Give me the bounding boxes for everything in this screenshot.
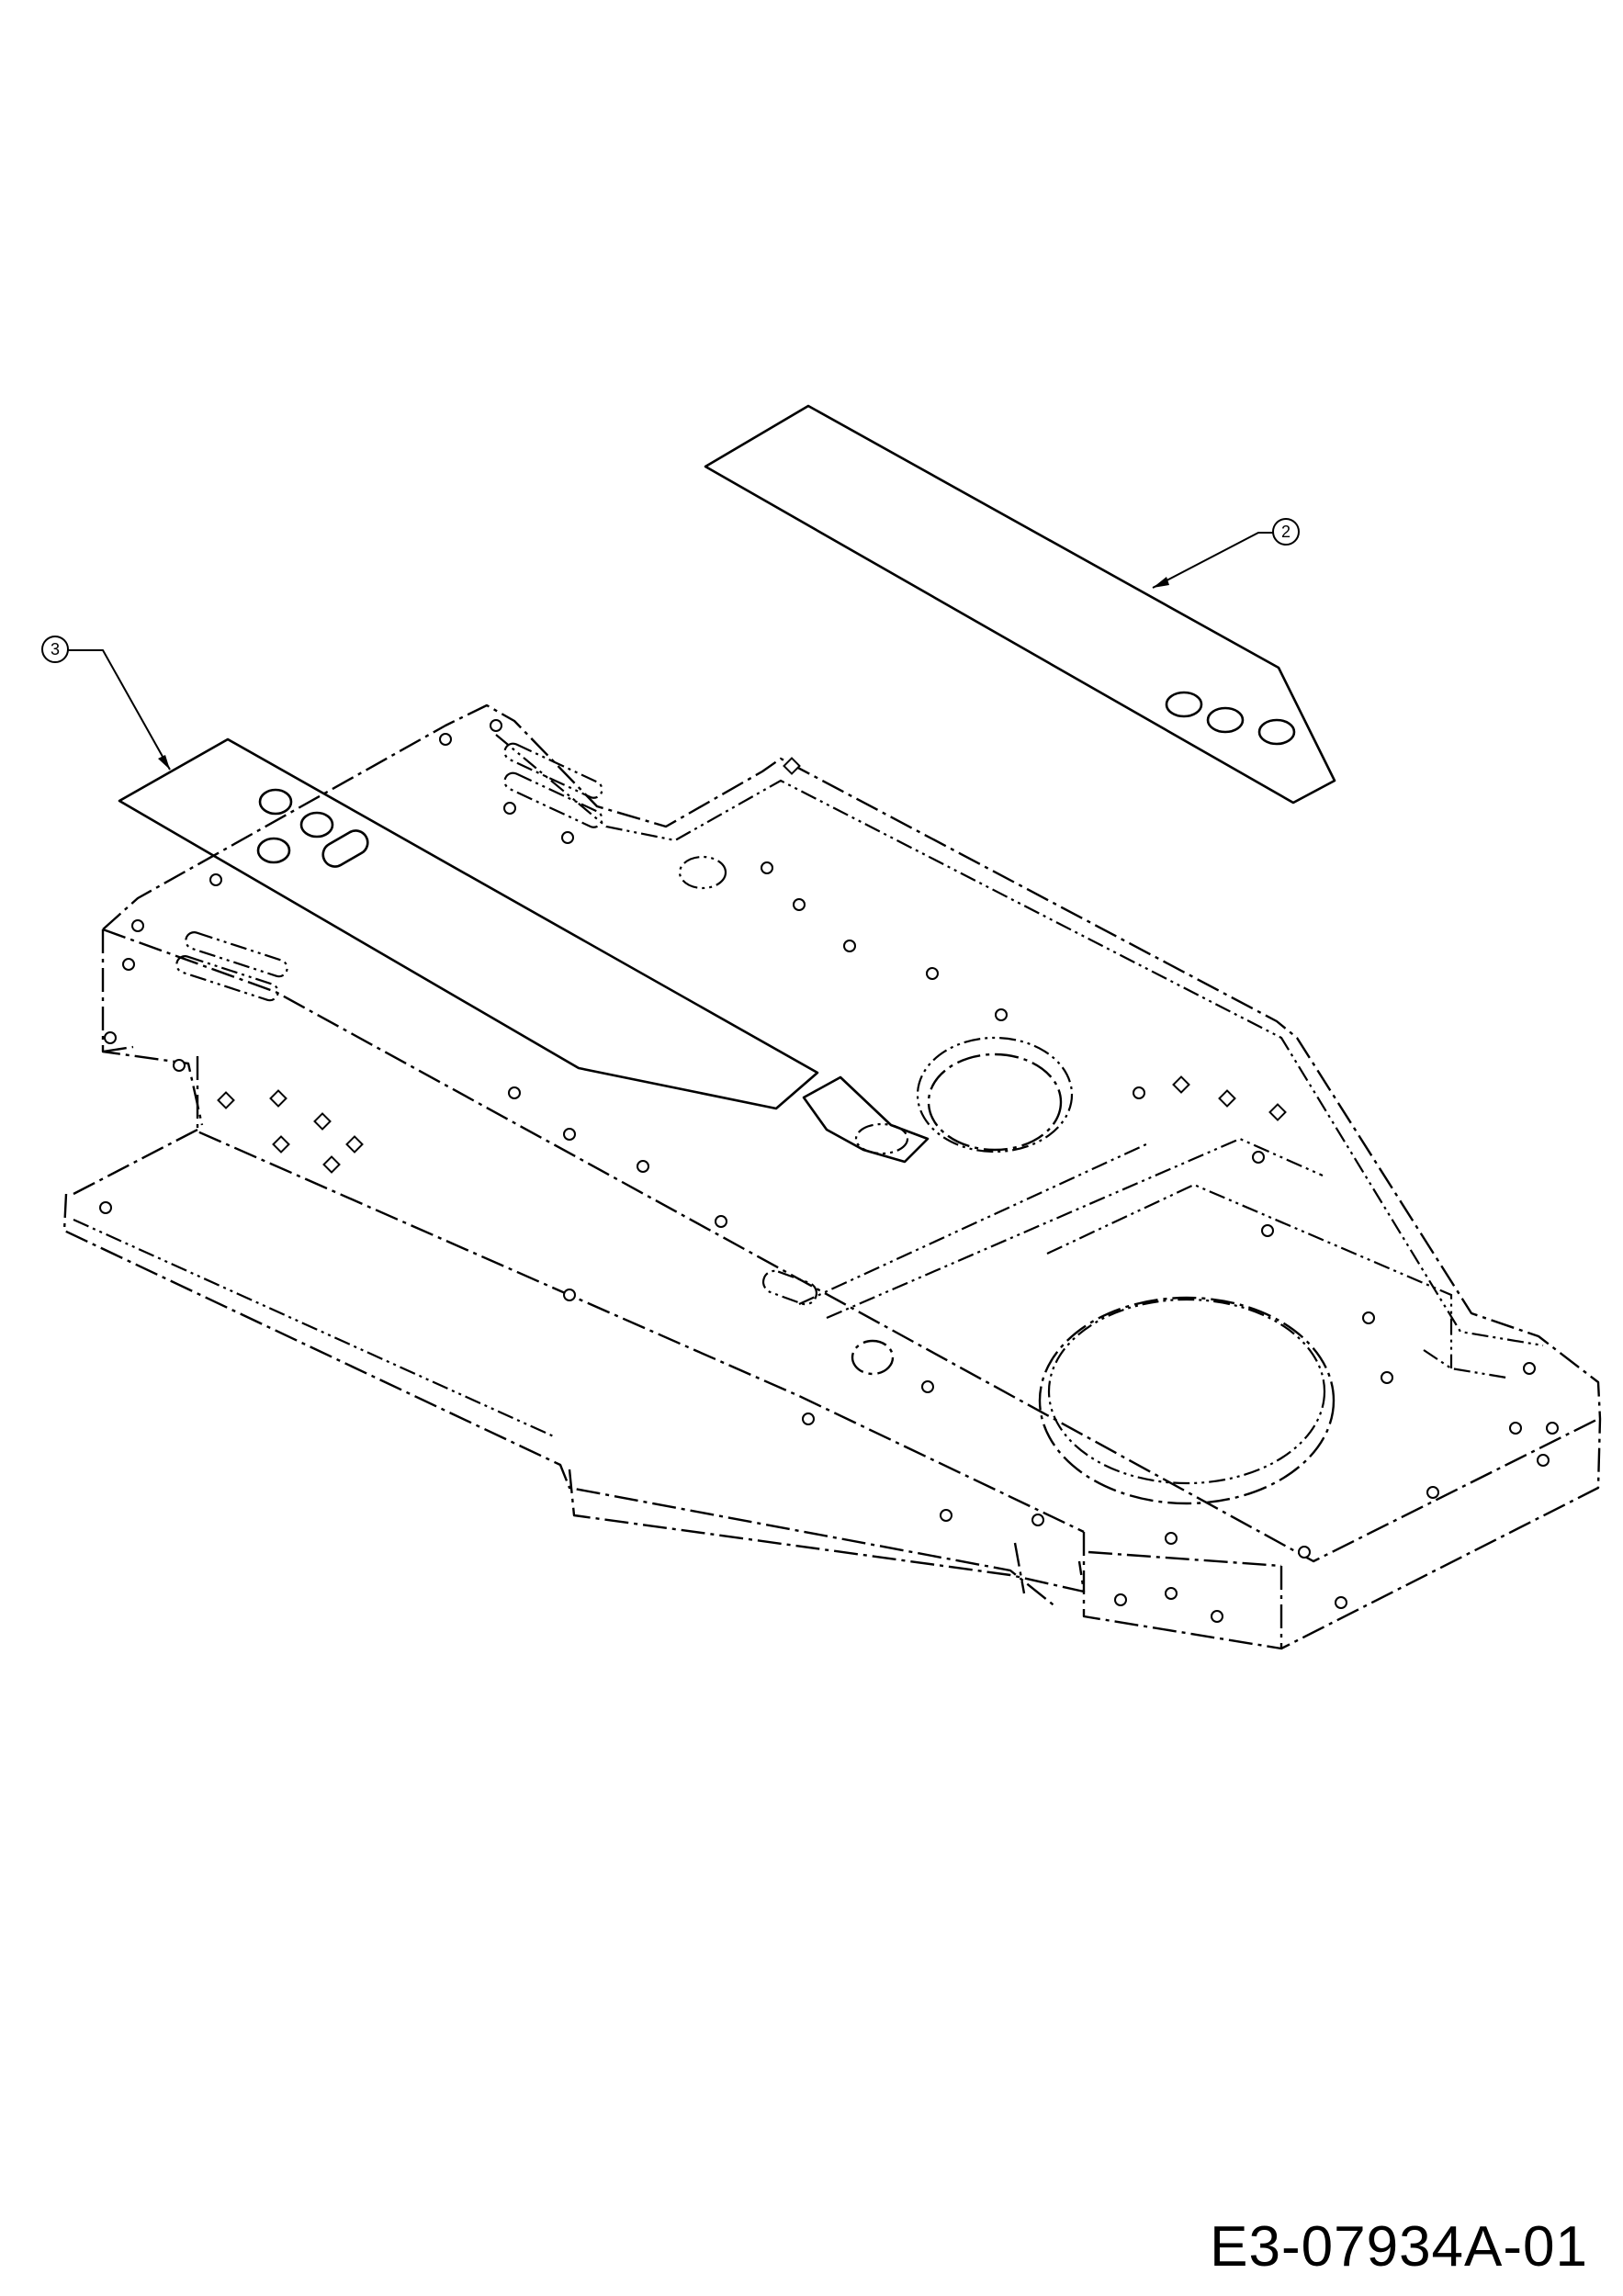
frame-body <box>62 703 1602 1650</box>
part-2-plate[interactable] <box>704 404 1336 805</box>
callout-2-label: 2 <box>1281 523 1291 541</box>
callout-3[interactable]: 3 <box>41 636 171 771</box>
callout-2[interactable]: 2 <box>1152 518 1300 589</box>
mounting-holes <box>99 719 1559 1623</box>
part-3-plate[interactable] <box>118 737 819 1110</box>
callout-3-label: 3 <box>51 640 60 658</box>
drawing-number: E3-07934A-01 <box>1210 2215 1588 2279</box>
